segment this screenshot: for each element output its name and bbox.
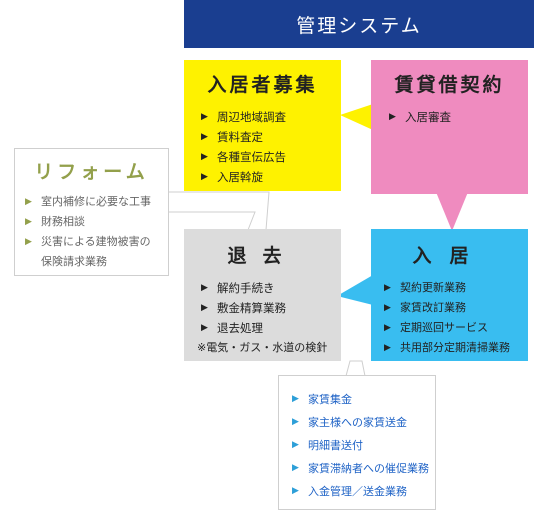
vacate-box: 退去 ▶解約手続き ▶敷金精算業務 ▶退去処理 ※電気・ガス・水道の検針 xyxy=(184,229,341,361)
recruit-list: ▶周辺地域調査 ▶賃料査定 ▶各種宣伝広告 ▶入居斡旋 xyxy=(184,107,341,187)
header-title: 管理システム xyxy=(296,14,422,37)
list-item: ▶各種宣伝広告 xyxy=(201,147,341,167)
list-item: ▶災害による建物被害の xyxy=(25,232,168,252)
list-item: ▶共用部分定期清掃業務 xyxy=(384,338,528,358)
contract-box: 賃貸借契約 ▶入居審査 xyxy=(371,60,528,194)
vacate-list: ▶解約手続き ▶敷金精算業務 ▶退去処理 xyxy=(184,278,341,338)
list-item: ▶解約手続き xyxy=(201,278,341,298)
arrow-contract-to-occupy xyxy=(436,192,468,231)
vacate-note: ※電気・ガス・水道の検針 xyxy=(197,341,328,354)
page-title: 管理システム xyxy=(184,0,534,48)
triangle-right-icon: ▶ xyxy=(384,343,391,353)
triangle-right-icon: ▶ xyxy=(292,394,299,404)
triangle-right-icon: ▶ xyxy=(201,152,208,162)
triangle-right-icon: ▶ xyxy=(201,112,208,122)
vacate-title: 退去 xyxy=(227,245,298,267)
occupy-box: 入居 ▶契約更新業務 ▶家賃改訂業務 ▶定期巡回サービス ▶共用部分定期清掃業務 xyxy=(371,229,528,361)
triangle-right-icon: ▶ xyxy=(201,323,208,333)
triangle-right-icon: ▶ xyxy=(25,237,32,247)
collect-list: ▶家賃集金 ▶家主様への家賃送金 ▶明細書送付 ▶家賃滞納者への催促業務 ▶入金… xyxy=(279,388,435,503)
reform-title: リフォーム xyxy=(34,161,149,183)
triangle-right-icon: ▶ xyxy=(292,417,299,427)
triangle-right-icon: ▶ xyxy=(25,197,32,207)
collect-box: ▶家賃集金 ▶家主様への家賃送金 ▶明細書送付 ▶家賃滞納者への催促業務 ▶入金… xyxy=(278,375,436,510)
triangle-right-icon: ▶ xyxy=(25,217,32,227)
list-item: 保険請求業務 xyxy=(41,255,107,268)
occupy-list: ▶契約更新業務 ▶家賃改訂業務 ▶定期巡回サービス ▶共用部分定期清掃業務 xyxy=(371,278,528,358)
list-item: ▶敷金精算業務 xyxy=(201,298,341,318)
arrow-recruit-to-contract xyxy=(340,104,373,130)
triangle-right-icon: ▶ xyxy=(292,440,299,450)
triangle-right-icon: ▶ xyxy=(384,283,391,293)
list-item: ▶明細書送付 xyxy=(292,434,435,457)
list-item: ▶退去処理 xyxy=(201,318,341,338)
reform-box: リフォーム ▶室内補修に必要な工事 ▶財務相談 ▶災害による建物被害の 保険請求… xyxy=(14,148,169,276)
contract-list: ▶入居審査 xyxy=(371,107,528,127)
list-item: ▶賃料査定 xyxy=(201,127,341,147)
list-item: ▶入居斡旋 xyxy=(201,167,341,187)
triangle-right-icon: ▶ xyxy=(292,486,299,496)
list-item: ▶入金管理／送金業務 xyxy=(292,480,435,503)
triangle-right-icon: ▶ xyxy=(384,323,391,333)
triangle-right-icon: ▶ xyxy=(201,283,208,293)
list-item: ▶家賃滞納者への催促業務 xyxy=(292,457,435,480)
list-item: ▶家主様への家賃送金 xyxy=(292,411,435,434)
triangle-right-icon: ▶ xyxy=(384,303,391,313)
list-item: ▶定期巡回サービス xyxy=(384,318,528,338)
occupy-title: 入居 xyxy=(412,245,487,267)
pointer-reform xyxy=(167,191,270,231)
triangle-right-icon: ▶ xyxy=(201,132,208,142)
list-item: ▶契約更新業務 xyxy=(384,278,528,298)
list-item: ▶家賃集金 xyxy=(292,388,435,411)
recruit-title: 入居者募集 xyxy=(207,74,318,96)
list-item: ▶室内補修に必要な工事 xyxy=(25,192,168,212)
triangle-right-icon: ▶ xyxy=(292,463,299,473)
arrow-occupy-to-vacate xyxy=(337,275,373,305)
recruit-box: 入居者募集 ▶周辺地域調査 ▶賃料査定 ▶各種宣伝広告 ▶入居斡旋 xyxy=(184,60,341,191)
triangle-right-icon: ▶ xyxy=(201,172,208,182)
reform-list: ▶室内補修に必要な工事 ▶財務相談 ▶災害による建物被害の 保険請求業務 xyxy=(15,192,168,272)
triangle-right-icon: ▶ xyxy=(201,303,208,313)
contract-title: 賃貸借契約 xyxy=(394,74,505,96)
list-item: ▶周辺地域調査 xyxy=(201,107,341,127)
pointer-collect xyxy=(345,360,366,377)
list-item: ▶入居審査 xyxy=(389,107,528,127)
list-item: ▶家賃改訂業務 xyxy=(384,298,528,318)
list-item: ▶財務相談 xyxy=(25,212,168,232)
triangle-right-icon: ▶ xyxy=(389,112,396,122)
